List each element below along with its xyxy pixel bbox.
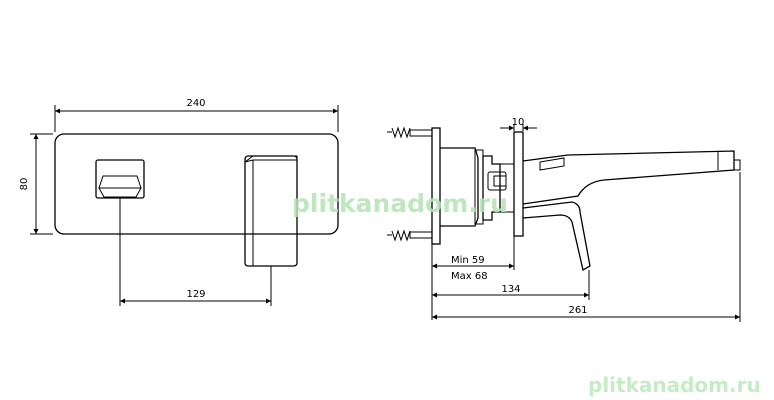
dim-height: 80: [19, 133, 53, 235]
side-view: 10 Min 59 Max 68 134 261: [387, 117, 741, 322]
spout-outlet: [95, 159, 145, 199]
watermark-center: plitkanadom.ru: [292, 189, 508, 218]
dim-height-label: 80: [19, 178, 30, 191]
valve-body: [482, 155, 514, 221]
dim-thickness-label: 10: [512, 117, 525, 128]
dim-total-label: 261: [568, 305, 587, 316]
dim-min-label: Min 59: [451, 255, 485, 266]
mounting-bracket: [431, 127, 484, 245]
spout-profile: [522, 150, 741, 205]
dim-thickness: 10: [500, 117, 537, 131]
dim-mid-label: 134: [501, 284, 520, 295]
dim-offset-label: 129: [186, 289, 205, 300]
watermark-corner: plitkanadom.ru: [588, 373, 761, 397]
dim-total: 261: [432, 172, 741, 322]
front-plate-outline: [54, 133, 339, 235]
dim-offset: 129: [119, 198, 272, 306]
mounting-bolt-bottom: [387, 229, 433, 242]
lever-profile: [522, 201, 591, 271]
mounting-bolt-top: [387, 126, 433, 139]
dim-width-label: 240: [186, 98, 205, 109]
dim-mid: 134: [432, 270, 590, 300]
dim-depth-range: Min 59 Max 68: [431, 236, 515, 320]
dim-max-label: Max 68: [451, 271, 488, 282]
lever-handle: [244, 155, 298, 267]
cover-plate: [513, 131, 524, 237]
front-view: 240 80 129: [19, 98, 339, 306]
dim-width: 240: [54, 98, 339, 132]
